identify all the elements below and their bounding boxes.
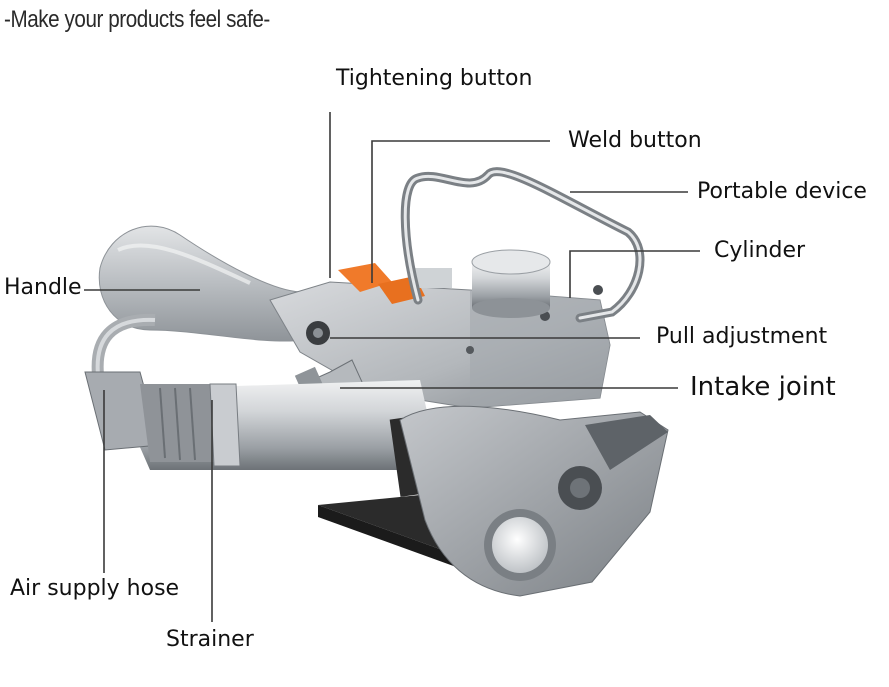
cylinder-part <box>471 249 551 318</box>
label-strainer: Strainer <box>166 627 254 652</box>
label-handle: Handle <box>4 275 82 300</box>
tagline: -Make your products feel safe- <box>4 6 270 33</box>
portable-handle-part <box>400 167 645 323</box>
label-pull-adjustment: Pull adjustment <box>656 324 828 349</box>
air-supply-hose-part <box>91 313 156 376</box>
label-weld-button: Weld button <box>568 128 702 153</box>
leader-weld-button <box>371 140 550 283</box>
label-intake-joint: Intake joint <box>690 372 836 402</box>
leader-cylinder <box>569 250 700 298</box>
label-cylinder: Cylinder <box>714 238 806 263</box>
label-air-supply-hose: Air supply hose <box>10 576 180 601</box>
label-tightening-button: Tightening button <box>336 66 533 91</box>
leader-lines <box>84 112 700 622</box>
label-portable-device: Portable device <box>697 179 867 204</box>
head-part <box>399 405 669 597</box>
barrel-part <box>84 371 440 497</box>
